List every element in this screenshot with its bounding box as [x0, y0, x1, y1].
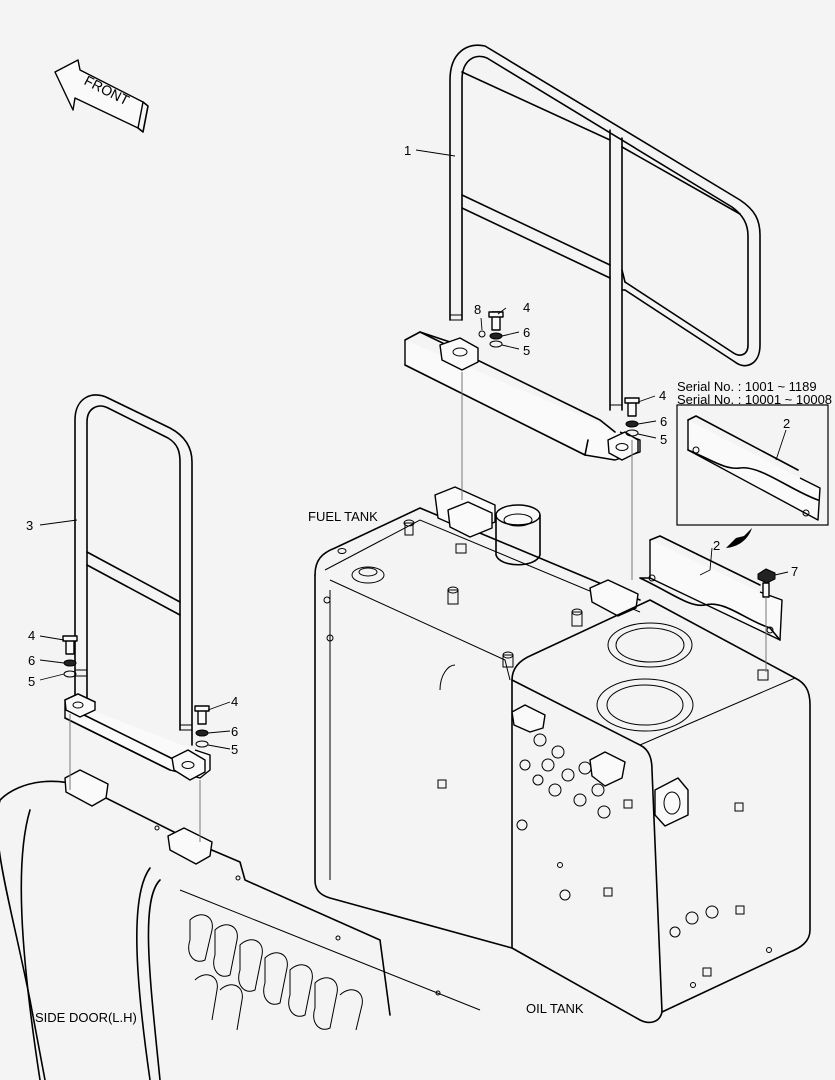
front-arrow: FRONT: [54, 59, 149, 133]
callout-5-left: 5: [28, 674, 35, 689]
hardware-top: [461, 311, 640, 580]
fuel-tank: [314, 486, 641, 949]
callout-7: 7: [791, 564, 798, 579]
callout-4-top: 4: [523, 300, 530, 315]
callout-6-top: 6: [523, 325, 530, 340]
callout-2-inset: 2: [783, 416, 790, 431]
callout-4-left-b: 4: [231, 694, 238, 709]
callout-2: 2: [713, 538, 720, 553]
callout-6-left-b: 6: [231, 724, 238, 739]
serial-note-2: Serial No. : 10001 ~ 10008: [677, 392, 832, 407]
oil-tank-fittings: [437, 704, 772, 988]
callout-5-right: 5: [660, 432, 667, 447]
callout-5-top: 5: [523, 343, 530, 358]
callout-5-left-b: 5: [231, 742, 238, 757]
bracket-2: [639, 535, 783, 641]
callout-8: 8: [474, 302, 481, 317]
oil-tank-ports: [596, 622, 769, 732]
side-door: [0, 769, 481, 1080]
callout-1: 1: [404, 143, 411, 158]
oil-tank: [437, 599, 811, 1024]
callout-4-left: 4: [28, 628, 35, 643]
callout-4-right: 4: [659, 388, 666, 403]
callout-6-left: 6: [28, 653, 35, 668]
callout-6-right: 6: [660, 414, 667, 429]
oil-tank-label: OIL TANK: [526, 1001, 584, 1016]
leader-lines: [39, 149, 789, 750]
fuel-tank-label: FUEL TANK: [308, 509, 378, 524]
serial-inset: [676, 404, 829, 548]
callouts: 1 2 2 3 8 4 6 5 4 6 5 7 4 6 5 4 6 5: [26, 143, 798, 757]
bolt-7: [757, 568, 776, 672]
door-louvres: [188, 914, 363, 1031]
handrail-1: [404, 44, 761, 461]
handrail-3: [64, 394, 211, 781]
serial-note-1: Serial No. : 1001 ~ 1189: [677, 379, 817, 394]
fuel-filler-neck: [495, 504, 541, 566]
hardware-left: [62, 635, 210, 842]
side-door-label: SIDE DOOR(L.H): [35, 1010, 137, 1025]
callout-3: 3: [26, 518, 33, 533]
